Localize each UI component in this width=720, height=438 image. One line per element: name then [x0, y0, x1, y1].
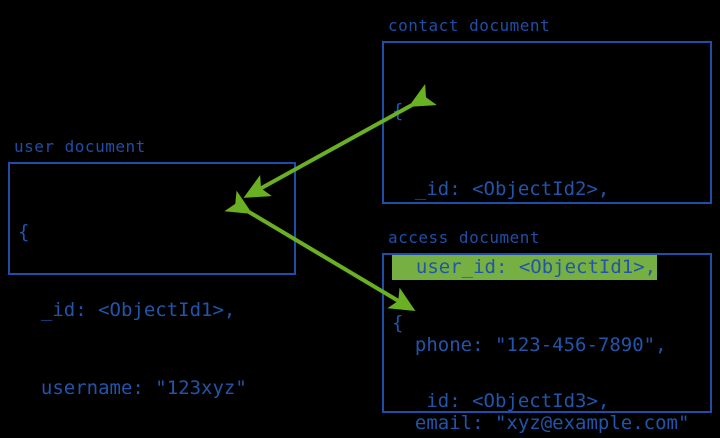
doc-line: phone: "123-456-7890",	[392, 334, 667, 356]
doc-line: email: "xyz@example.com"	[392, 412, 690, 434]
doc-line: {	[392, 100, 404, 122]
doc-line-highlighted: user_id: <ObjectId1>,	[392, 254, 658, 280]
doc-line: {	[18, 221, 30, 243]
doc-line: _id: <ObjectId3>,	[392, 390, 610, 412]
doc-line: {	[392, 312, 404, 334]
access-document-box	[382, 253, 712, 413]
contact-document-body: { _id: <ObjectId2>, user_id: <ObjectId1>…	[392, 46, 689, 438]
doc-line: username: "123xyz"	[18, 377, 247, 399]
access-document-label: access document	[388, 228, 540, 247]
user-document-label: user document	[14, 137, 146, 156]
contact-document-label: contact document	[388, 16, 551, 35]
doc-line: _id: <ObjectId2>,	[392, 178, 610, 200]
access-document-body: { _id: <ObjectId3>, user_id: <ObjectId1>…	[392, 258, 657, 438]
user-document-body: { _id: <ObjectId1>, username: "123xyz" }	[18, 167, 247, 438]
doc-line: _id: <ObjectId1>,	[18, 299, 236, 321]
